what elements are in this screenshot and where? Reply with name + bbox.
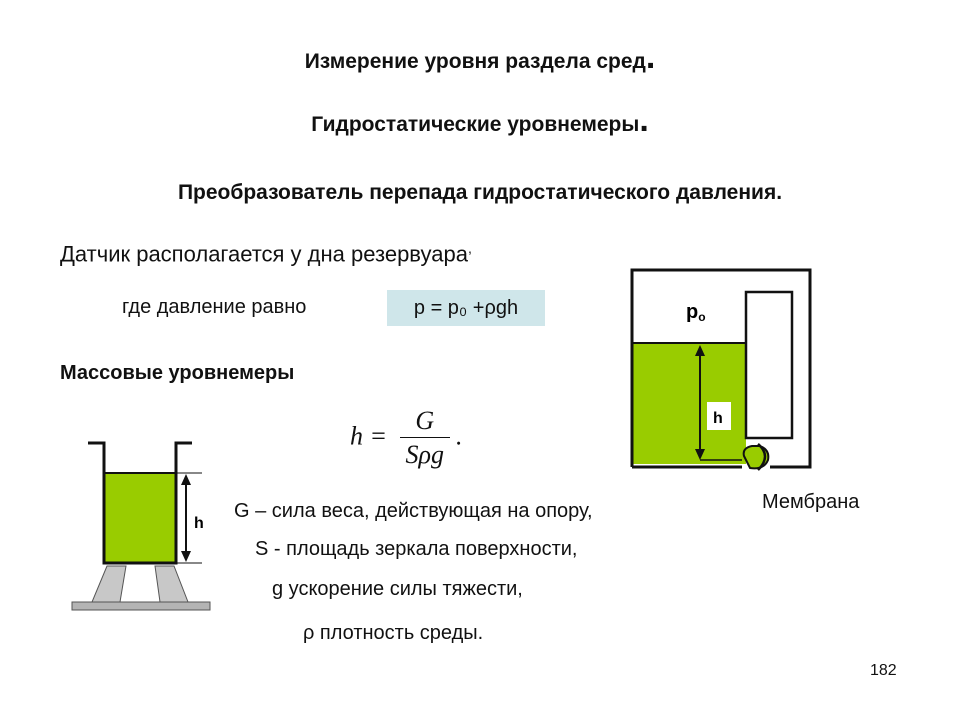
slide-title: Измерение уровня раздела сред.	[0, 40, 960, 74]
h-arrow-left-up-icon	[181, 474, 191, 485]
mass-gauges-heading: Массовые уровнемеры	[60, 362, 295, 384]
transducer-body	[744, 290, 794, 440]
formula-denominator: Sρg	[405, 440, 445, 469]
h-label-left: h	[194, 515, 204, 532]
pressure-formula-box: p = p₀ +ρgh	[387, 290, 545, 326]
desc-area: S - площадь зеркала поверхности,	[255, 538, 578, 560]
desc-weight: G – сила веса, действующая на опору,	[234, 500, 593, 522]
subtitle-dot: .	[639, 101, 649, 139]
p0-main: p	[686, 301, 698, 323]
desc-density: ρ плотность среды.	[303, 622, 484, 644]
base-plate	[71, 601, 211, 611]
vessel-liquid	[104, 473, 176, 563]
formula-numerator: G	[399, 405, 451, 438]
slide-subtitle: Гидростатические уровнемеры.	[0, 103, 960, 137]
tank-wall	[630, 268, 812, 469]
p0-label: po	[686, 301, 706, 324]
h-arrow-down-icon	[695, 449, 705, 460]
title-dot: .	[645, 38, 656, 76]
vessel-wall	[88, 441, 192, 565]
h-label-bg	[707, 402, 731, 430]
mass-formula: h = G Sρg .	[350, 405, 463, 472]
pressure-intro-text: где давление равно	[122, 296, 307, 318]
sensor-text: Датчик располагается у дна резервуара	[60, 241, 468, 267]
mass-gauge-diagram: h	[71, 441, 211, 611]
formula-fraction: G Sρg	[399, 405, 451, 472]
title-text: Измерение уровня раздела сред	[304, 50, 646, 73]
formula-lhs: h =	[350, 421, 388, 451]
p0-subscript: o	[698, 310, 705, 324]
membrane-label: Мембрана	[762, 491, 860, 513]
subtitle-text: Гидростатические уровнемеры	[311, 113, 640, 136]
sensor-location-text: Датчик располагается у дна резервуара,	[60, 240, 472, 267]
h-arrow-up-icon	[695, 345, 705, 356]
page-number: 182	[870, 662, 897, 679]
membrane-icon	[757, 443, 767, 471]
h-arrow-left-down-icon	[181, 551, 191, 562]
sensor-comma: ,	[467, 240, 472, 256]
h-label-right: h	[713, 410, 723, 427]
formula-end: .	[456, 421, 463, 451]
hydrostatic-tank-diagram: h po	[630, 268, 812, 471]
desc-gravity: g ускорение силы тяжести,	[272, 578, 523, 600]
support-left	[91, 565, 127, 603]
support-right	[154, 565, 189, 603]
section-heading: Преобразователь перепада гидростатическо…	[177, 181, 783, 204]
